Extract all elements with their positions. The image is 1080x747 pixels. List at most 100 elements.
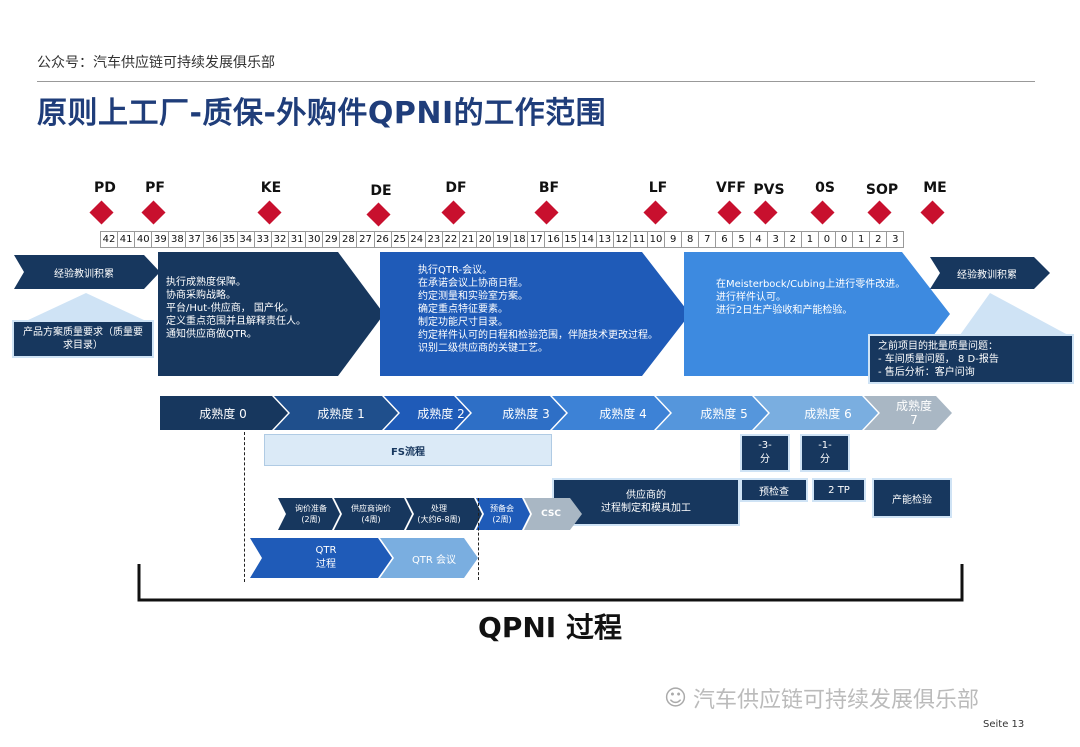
week-cell: 37 [185, 231, 204, 248]
left-lessons-label: 经验教训积累 [54, 268, 114, 280]
qtr-process: QTR 过程 [315, 545, 337, 570]
week-cell: 29 [322, 231, 341, 248]
right-issues-box: 之前项目的批量质量问题： - 车间质量问题， 8 D-报告 - 售后分析：客户问… [868, 334, 1074, 384]
week-cell: 14 [578, 231, 597, 248]
maturity-1: 成熟度 1 [317, 406, 365, 421]
countdown-box: -1- 分 [800, 434, 850, 472]
milestone-label: LF [648, 180, 668, 196]
phase2-text: 执行QTR-会议。 在承诺会议上协商日程。 约定测量和实验室方案。 确定重点特征… [418, 265, 658, 354]
page-title: 原则上工厂-质保-外购件QPNI的工作范围 [37, 96, 607, 131]
week-cell: 15 [561, 231, 580, 248]
2tp-box: 2 TP [812, 478, 866, 502]
week-cell: 2 [869, 231, 888, 248]
sub-steps-row [278, 498, 582, 530]
countdown-box: -3- 分 [740, 434, 790, 472]
week-cell: 41 [117, 231, 136, 248]
milestone-diamond-icon [366, 202, 391, 227]
week-cell: 2 [783, 231, 802, 248]
phase2-chevron [380, 252, 690, 376]
week-cell: 26 [373, 231, 392, 248]
week-cell: 31 [288, 231, 307, 248]
week-cell: 10 [647, 231, 666, 248]
phase1-text: 执行成熟度保障。 协商采购战略。 平台/Hut-供应商， 国产化。 定义重点范围… [166, 277, 306, 340]
week-cell: 32 [270, 231, 290, 248]
phase1-chevron [158, 252, 384, 376]
week-cell: 19 [493, 231, 512, 248]
week-cell: 38 [168, 231, 187, 248]
dashed-guide-right [478, 498, 479, 580]
week-cell: 42 [100, 231, 119, 248]
pre-check-box: 预检查 [740, 478, 808, 502]
sub-step-supplier-inquiry: 供应商询价 (4周) [351, 504, 391, 524]
milestone-diamond-icon [257, 200, 282, 225]
sub-step-pre-meeting: 预备会 (2周) [490, 504, 514, 524]
milestone-label: DF [445, 180, 467, 196]
week-cell: 1 [852, 231, 871, 248]
week-cell: 5 [732, 231, 751, 248]
week-cell: 18 [510, 231, 529, 248]
week-cell: 23 [424, 231, 443, 248]
week-cell: 4 [749, 231, 768, 248]
week-cell: 39 [151, 231, 170, 248]
milestone-diamond-icon [441, 200, 466, 225]
milestone-label: ME [923, 180, 947, 196]
week-cell: 6 [715, 231, 734, 248]
week-cell: 33 [253, 231, 272, 248]
week-cell: 1 [800, 231, 819, 248]
phase3-text: 在Meisterbock/Cubing上进行零件改进。 进行样件认可。 进行2日… [716, 279, 906, 316]
supplier-process-box: 供应商的 过程制定和模具加工 [552, 478, 740, 526]
sub-step-processing: 处理 (大约6-8周) [417, 504, 461, 524]
watermark-text: 汽车供应链可持续发展俱乐部 [692, 688, 979, 713]
left-requirements-box: 产品方案质量要求（质量要求目录） [12, 320, 154, 358]
left-box-pointer [26, 293, 146, 321]
milestone-diamond-icon [534, 200, 559, 225]
week-cell: 3 [766, 231, 785, 248]
milestone-label: DE [370, 183, 392, 199]
milestone-label: BF [538, 180, 560, 196]
week-cell: 34 [236, 231, 255, 248]
week-cell: 36 [202, 231, 221, 248]
milestone-label: SOP [865, 182, 899, 198]
milestone-label: VFF [716, 180, 746, 196]
milestone-diamond-icon [89, 200, 114, 225]
maturity-7: 成熟度 7 [895, 399, 932, 427]
week-cell: 8 [681, 231, 700, 248]
page-number: Seite 13 [983, 719, 1025, 730]
milestone-label: PF [145, 180, 165, 196]
week-cell: 12 [612, 231, 631, 248]
header-divider [37, 81, 1035, 82]
week-cell: 17 [527, 231, 546, 248]
week-cell: 0 [835, 231, 854, 248]
week-cell: 20 [476, 231, 495, 248]
qpni-process-label: QPNI 过程 [478, 611, 622, 644]
fs-process-bar: FS流程 [264, 434, 552, 466]
milestone-diamond-icon [867, 200, 892, 225]
week-cell: 9 [664, 231, 683, 248]
week-cell: 7 [698, 231, 717, 248]
wechat-icon: ☺ [664, 685, 687, 711]
maturity-0: 成熟度 0 [199, 406, 247, 421]
milestone-label: PD [94, 180, 116, 196]
milestone-diamond-icon [643, 200, 668, 225]
week-cell: 27 [356, 231, 375, 248]
milestone-label: KE [260, 180, 282, 196]
milestone-diamond-icon [141, 200, 166, 225]
week-cell: 28 [339, 231, 358, 248]
sub-step-csc: CSC [541, 509, 561, 519]
week-cell: 35 [219, 231, 238, 248]
milestone-label: PVS [753, 182, 785, 198]
maturity-2: 成熟度 2 [417, 406, 465, 421]
week-cell: 3 [886, 231, 905, 248]
qtr-row [250, 538, 478, 578]
week-cell: 40 [134, 231, 153, 248]
maturity-4: 成熟度 4 [599, 406, 647, 421]
week-cell: 30 [305, 231, 324, 248]
qpni-bracket [137, 564, 964, 602]
dashed-guide-left [244, 432, 245, 582]
right-lessons-arrow [930, 257, 1050, 289]
capacity-check-box: 产能检验 [872, 478, 952, 518]
right-lessons-label: 经验教训积累 [957, 269, 1017, 281]
sub-step-inquiry-prep: 询价准备 (2周) [295, 504, 327, 524]
milestone-label: 0S [815, 180, 835, 196]
